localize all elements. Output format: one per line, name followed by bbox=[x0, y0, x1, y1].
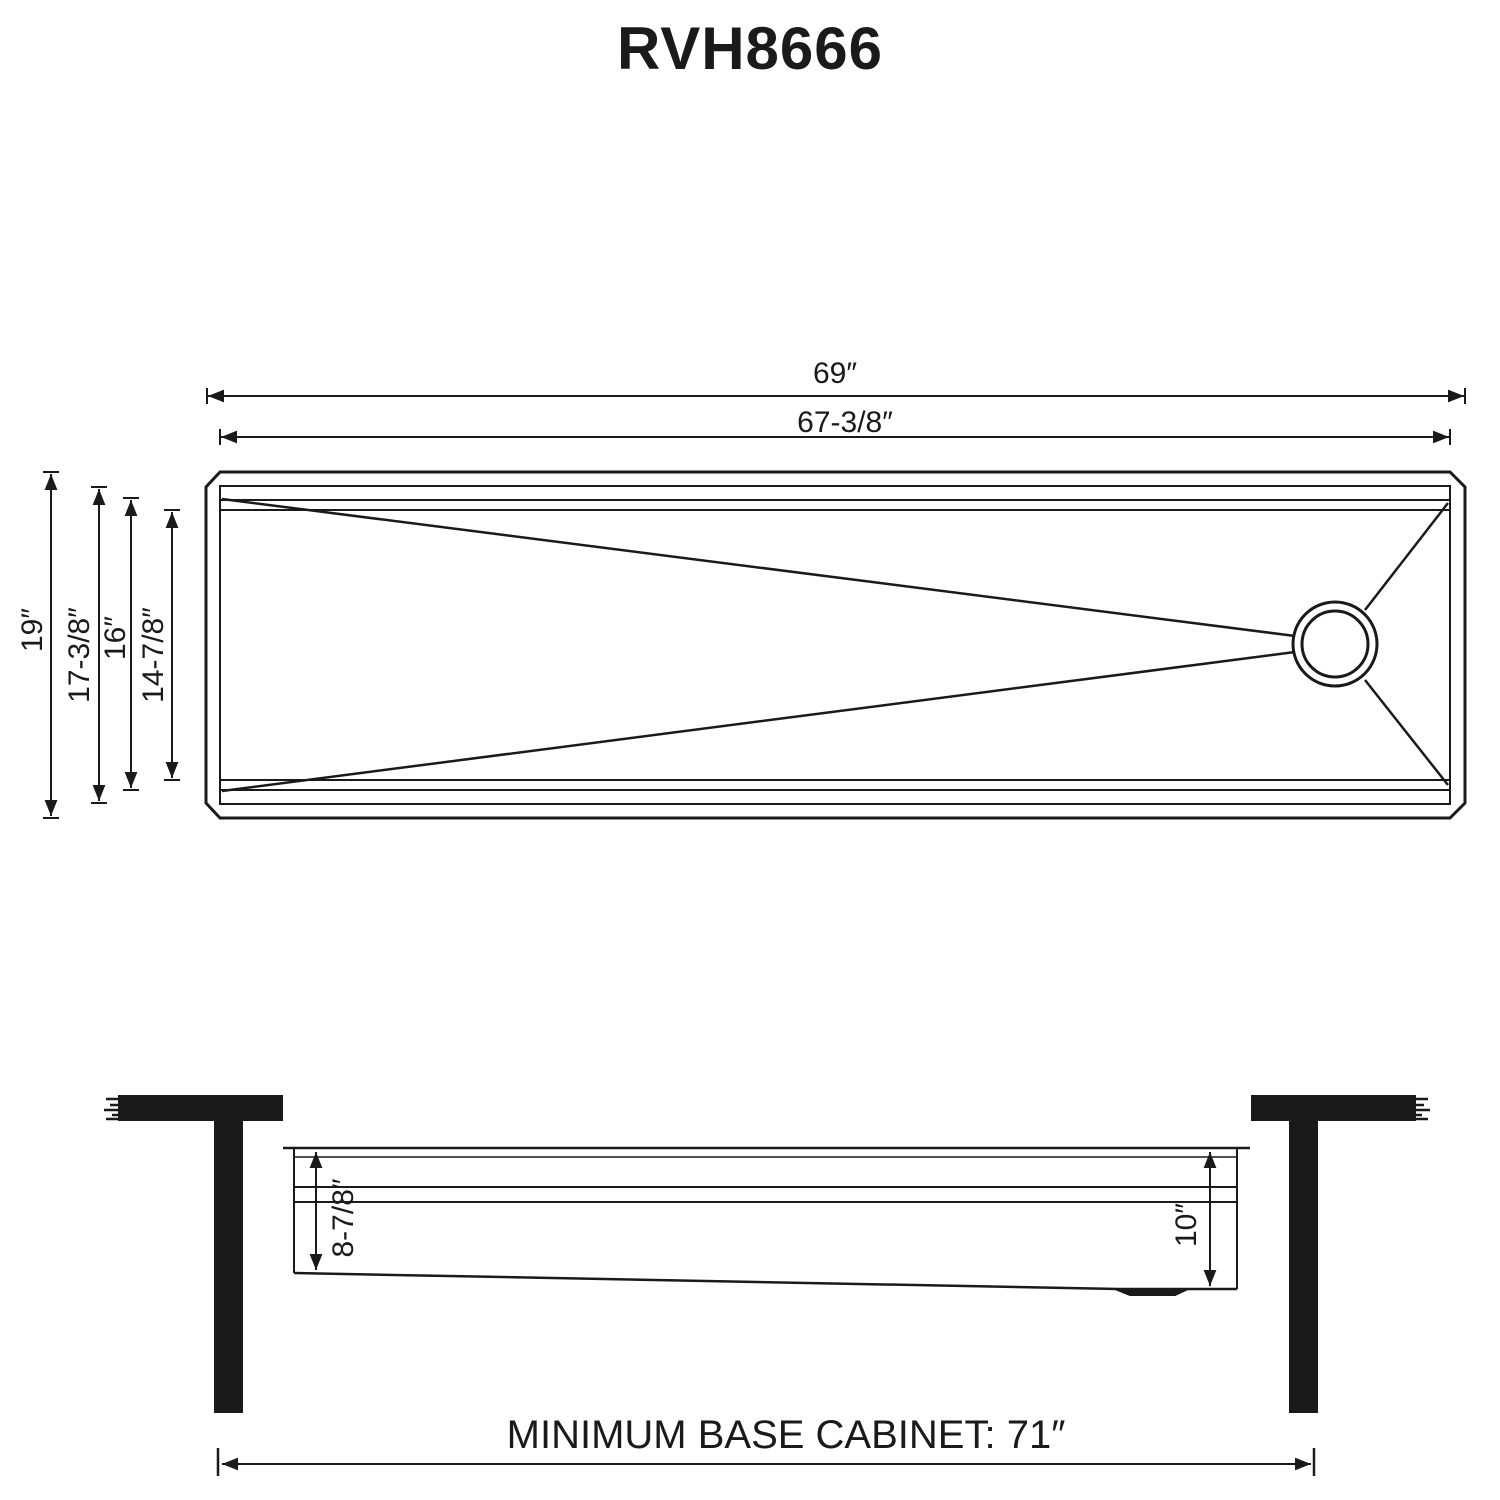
depth-right-label: 10″ bbox=[1170, 1203, 1203, 1247]
sink-profile bbox=[283, 1146, 1250, 1296]
sink-basin bbox=[219, 485, 1451, 805]
overall-length-label: 69″ bbox=[813, 357, 857, 390]
sink-outer-rim bbox=[204, 470, 1467, 820]
top-view bbox=[43, 388, 1467, 820]
inner-length-label: 67-3/8″ bbox=[797, 406, 893, 439]
depth-left-label: 8-7/8″ bbox=[327, 1178, 360, 1257]
inner-width-label: 14-7/8″ bbox=[137, 607, 170, 703]
side-view bbox=[104, 1095, 1430, 1476]
drain-icon bbox=[1291, 600, 1379, 688]
width-dimensions bbox=[43, 471, 180, 819]
inner-length-dimension bbox=[219, 429, 1451, 445]
overall-length-dimension bbox=[206, 388, 1466, 404]
model-title: RVH8666 bbox=[616, 15, 884, 82]
cabinet-wall-left bbox=[214, 1121, 243, 1413]
cabinet-width-dimension bbox=[216, 1448, 1316, 1476]
width-2-label: 17-3/8″ bbox=[63, 607, 96, 703]
overall-width-label: 19″ bbox=[16, 608, 49, 652]
width-3-label: 16″ bbox=[99, 616, 132, 660]
cabinet-wall-right bbox=[1289, 1121, 1318, 1413]
countertop-left bbox=[104, 1095, 283, 1121]
cabinet-label: MINIMUM BASE CABINET: 71″ bbox=[507, 1413, 1066, 1457]
countertop-right bbox=[1251, 1095, 1430, 1121]
